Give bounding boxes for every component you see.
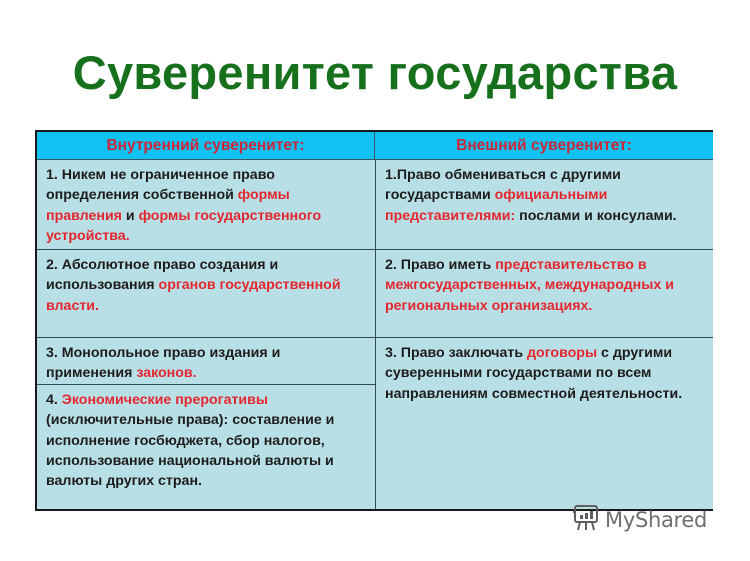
- internal-item-3: 3. Монопольное право издания и применени…: [37, 338, 375, 385]
- watermark-text: MyShared: [605, 508, 708, 532]
- cell-text: (исключительные права): составление и ис…: [46, 412, 335, 490]
- cell-text: 1.Право обмениваться с другими государст…: [385, 167, 621, 204]
- highlighted-term: представительство в межгосударственных, …: [385, 257, 674, 314]
- cell-text: с другими суверенными государствами по в…: [385, 345, 683, 402]
- page-title: Суверенитет государства: [72, 46, 678, 99]
- internal-item-1: 1. Никем не ограниченное право определен…: [37, 160, 375, 250]
- row-divider: [37, 384, 375, 385]
- highlighted-term: органов государственной власти.: [46, 277, 341, 314]
- column-divider: [375, 160, 376, 509]
- row-divider: [37, 337, 713, 338]
- highlighted-term: законов.: [136, 365, 197, 382]
- external-item-3: 3. Право заключать договоры с другими су…: [376, 338, 713, 509]
- sovereignty-table: Внутренний суверенитет: Внешний суверени…: [35, 130, 713, 511]
- watermark: MyShared: [571, 503, 707, 537]
- cell-text: 2. Абсолютное право создания и использов…: [46, 257, 279, 294]
- highlighted-term: формы правления: [46, 187, 290, 224]
- cell-text: 3. Монопольное право издания и применени…: [46, 345, 281, 382]
- highlighted-term: формы государственного устройства.: [46, 207, 322, 244]
- header-internal-sovereignty: Внутренний суверенитет:: [37, 132, 375, 160]
- row-divider: [37, 249, 713, 250]
- presentation-board-icon: [571, 503, 601, 538]
- highlighted-term: договоры: [527, 345, 598, 361]
- cell-text: послами и консулами.: [515, 207, 677, 224]
- internal-item-4: 4. Экономические прерогативы (исключител…: [37, 385, 375, 509]
- header-external-sovereignty: Внешний суверенитет:: [375, 132, 713, 160]
- external-item-1: 1.Право обмениваться с другими государст…: [376, 160, 713, 250]
- external-item-2: 2. Право иметь представительство в межго…: [376, 250, 713, 338]
- cell-text: и: [121, 207, 139, 224]
- cell-text: 3. Право заключать: [385, 345, 528, 361]
- cell-text: 1. Никем не ограниченное право определен…: [46, 167, 275, 204]
- internal-item-2: 2. Абсолютное право создания и использов…: [37, 250, 375, 338]
- cell-text: 2. Право иметь: [385, 257, 496, 273]
- cell-text: 4.: [46, 392, 62, 408]
- highlighted-term: Экономические прерогативы: [61, 392, 268, 408]
- highlighted-term: официальными представителями:: [385, 187, 608, 224]
